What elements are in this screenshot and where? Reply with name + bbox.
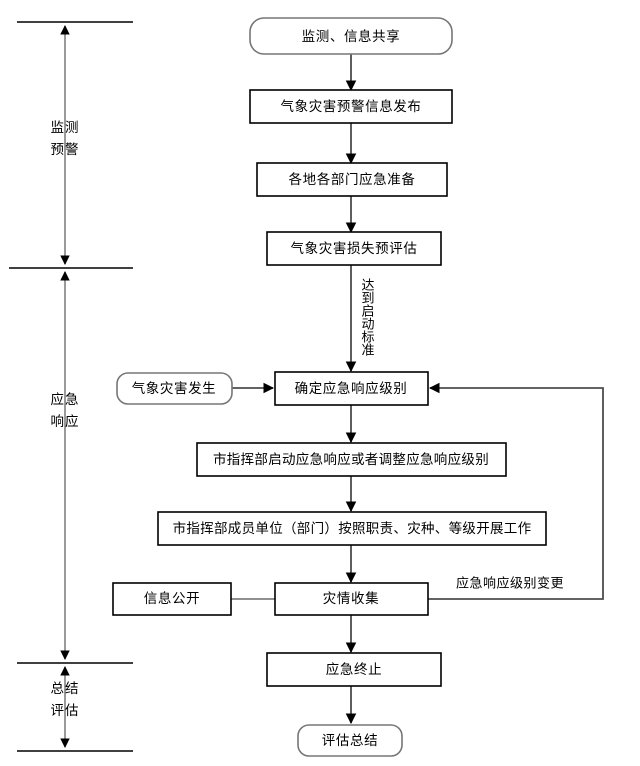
- node-monitor-share-shape: [249, 17, 453, 55]
- phase-label-monitoring-line1: 监测: [51, 120, 80, 136]
- node-disaster-collect-shape: [274, 582, 429, 616]
- node-determine-level-shape: [274, 371, 429, 406]
- node-hq-activate-label: 市指挥部启动应急响应或者调整应急响应级别: [213, 451, 489, 468]
- node-emergency-prep-label: 各地各部门应急准备: [289, 171, 416, 188]
- edge-label-group: 达到启动标准 应急响应级别变更: [359, 278, 564, 592]
- node-warning-release-shape: [249, 89, 453, 124]
- node-disaster-collect[interactable]: 灾情收集: [274, 582, 429, 616]
- node-member-units-label: 市指挥部成员单位（部门）按照职责、灾种、等级开展工作: [173, 520, 532, 537]
- node-disaster-occurs[interactable]: 气象灾害发生: [116, 372, 233, 405]
- node-emergency-end-shape: [266, 652, 442, 687]
- node-hq-activate[interactable]: 市指挥部启动应急响应或者调整应急响应级别: [196, 442, 507, 477]
- node-monitor-share-label: 监测、信息共享: [302, 28, 401, 45]
- node-loss-preassess-shape: [266, 231, 442, 266]
- edge-label-level-change: 应急响应级别变更: [456, 576, 564, 592]
- phase-label-summary-line2: 评估: [51, 703, 80, 719]
- node-member-units[interactable]: 市指挥部成员单位（部门）按照职责、灾种、等级开展工作: [157, 511, 547, 546]
- node-hq-activate-shape: [196, 442, 507, 477]
- node-assess-summary-shape: [297, 724, 403, 757]
- phase-label-response-line2: 响应: [51, 413, 80, 430]
- node-info-disclosure[interactable]: 信息公开: [112, 582, 232, 616]
- node-determine-level[interactable]: 确定应急响应级别: [274, 371, 429, 406]
- node-assess-summary[interactable]: 评估总结: [297, 724, 403, 757]
- phase-bracket-group: 监测 预警 应急 响应 总结 评估: [9, 21, 133, 752]
- node-disaster-occurs-label: 气象灾害发生: [132, 380, 217, 397]
- connector-group: [231, 54, 604, 725]
- node-emergency-end[interactable]: 应急终止: [266, 652, 442, 687]
- phase-label-response-line1: 应急: [51, 391, 80, 408]
- node-info-disclosure-shape: [112, 582, 232, 616]
- node-determine-level-label: 确定应急响应级别: [295, 380, 408, 397]
- node-emergency-prep[interactable]: 各地各部门应急准备: [256, 162, 448, 197]
- node-warning-release[interactable]: 气象灾害预警信息发布: [249, 89, 453, 124]
- node-emergency-prep-shape: [256, 162, 448, 197]
- phase-label-monitoring-line2: 预警: [51, 142, 80, 158]
- node-assess-summary-label: 评估总结: [322, 733, 378, 749]
- node-warning-release-label: 气象灾害预警信息发布: [281, 98, 422, 115]
- node-disaster-collect-label: 灾情收集: [323, 590, 379, 607]
- node-member-units-shape: [157, 511, 547, 546]
- edge-feedback-level-change: [428, 382, 604, 600]
- node-info-disclosure-label: 信息公开: [144, 590, 200, 607]
- edge-label-activation-criteria: 达到启动标准: [359, 278, 375, 356]
- node-loss-preassess-label: 气象灾害损失预评估: [291, 240, 418, 257]
- node-loss-preassess[interactable]: 气象灾害损失预评估: [266, 231, 442, 266]
- node-emergency-end-label: 应急终止: [326, 661, 382, 678]
- node-disaster-occurs-shape: [116, 372, 233, 405]
- node-monitor-share[interactable]: 监测、信息共享: [249, 17, 453, 55]
- phase-label-summary-line1: 总结: [51, 681, 80, 697]
